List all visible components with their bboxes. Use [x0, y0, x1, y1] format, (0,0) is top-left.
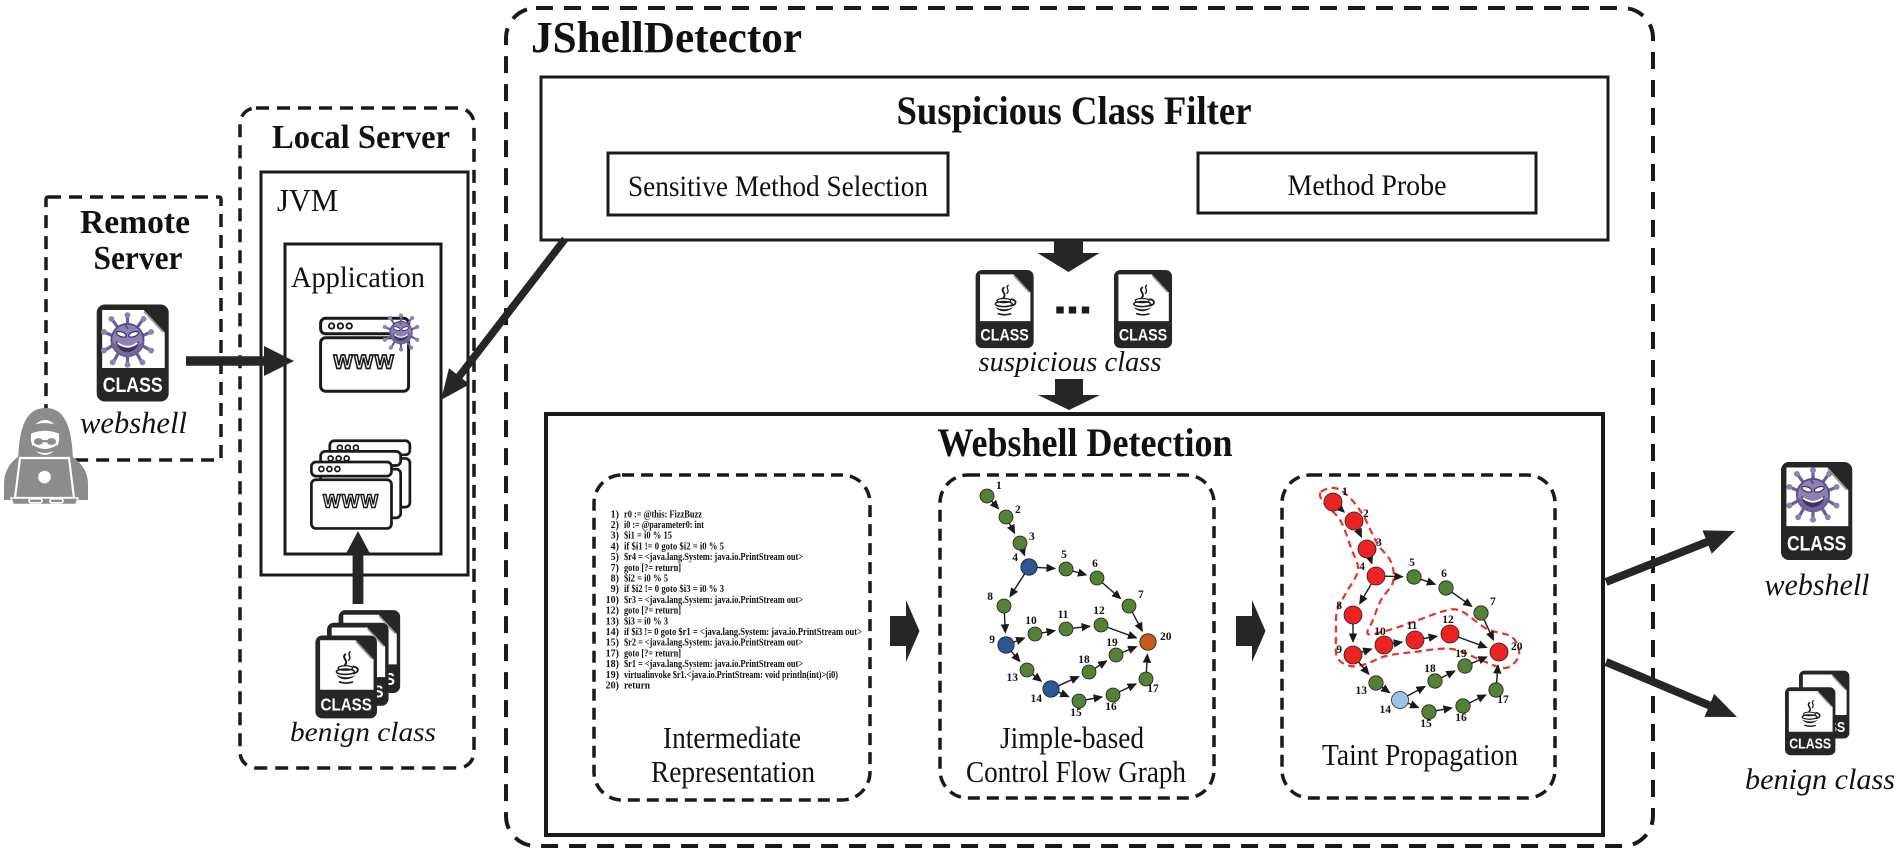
svg-text:if $i2 != 0 goto $i3 = i0 % 3: if $i2 != 0 goto $i3 = i0 % 3: [624, 584, 724, 595]
svg-text:goto [?= return]: goto [?= return]: [624, 606, 681, 617]
svg-text:benign class: benign class: [1745, 763, 1895, 796]
svg-text:7: 7: [1490, 596, 1496, 608]
svg-text:webshell: webshell: [1765, 567, 1870, 602]
svg-text:5: 5: [1409, 557, 1415, 569]
svg-text:11: 11: [1407, 620, 1418, 632]
svg-text:suspicious class: suspicious class: [979, 347, 1162, 378]
svg-text:Remote: Remote: [80, 204, 190, 241]
svg-text:Server: Server: [94, 240, 183, 277]
svg-text:Local Server: Local Server: [272, 119, 450, 156]
svg-text:9: 9: [989, 634, 995, 646]
svg-text:if $i1 != 0 goto $i2 = i0 % 5: if $i1 != 0 goto $i2 = i0 % 5: [624, 541, 724, 552]
svg-text:8): 8): [611, 574, 619, 585]
svg-text:13: 13: [1356, 685, 1368, 697]
svg-text:3: 3: [1376, 537, 1382, 549]
svg-text:webshell: webshell: [80, 405, 187, 440]
svg-text:12: 12: [1093, 605, 1105, 617]
svg-text:13: 13: [1007, 672, 1019, 684]
svg-text:20: 20: [1160, 631, 1172, 643]
svg-text:Sensitive Method Selection: Sensitive Method Selection: [628, 170, 928, 203]
svg-text:JVM: JVM: [277, 182, 338, 218]
svg-text:JShellDetector: JShellDetector: [531, 13, 802, 62]
svg-text:3: 3: [1029, 531, 1035, 543]
svg-text:6: 6: [1441, 568, 1447, 580]
svg-text:5): 5): [611, 552, 619, 563]
svg-text:2): 2): [611, 520, 619, 531]
svg-text:return: return: [624, 681, 650, 692]
svg-text:18): 18): [606, 659, 619, 670]
svg-text:4): 4): [611, 541, 619, 552]
svg-text:$r4 = <java.lang.System: java.: $r4 = <java.lang.System: java.io.PrintSt…: [624, 552, 803, 563]
svg-text:7): 7): [611, 563, 619, 574]
svg-text:17: 17: [1497, 694, 1509, 706]
svg-text:goto [?= return]: goto [?= return]: [624, 648, 681, 659]
svg-text:2: 2: [1363, 508, 1369, 520]
svg-text:Control Flow Graph: Control Flow Graph: [966, 754, 1186, 789]
svg-text:16: 16: [1455, 712, 1467, 724]
svg-text:4: 4: [1359, 561, 1365, 573]
svg-text:10: 10: [1025, 615, 1037, 627]
svg-text:Jimple-based: Jimple-based: [1000, 720, 1144, 755]
svg-text:1): 1): [611, 509, 619, 520]
svg-text:$i3 = i0 % 3: $i3 = i0 % 3: [624, 616, 668, 627]
svg-text:15: 15: [1070, 707, 1082, 719]
svg-text:19: 19: [1455, 648, 1467, 660]
svg-text:14): 14): [606, 627, 619, 638]
svg-text:11: 11: [1058, 609, 1069, 621]
svg-text:Taint Propagation: Taint Propagation: [1322, 737, 1518, 772]
svg-text:goto [?= return]: goto [?= return]: [624, 563, 681, 574]
svg-text:Webshell Detection: Webshell Detection: [938, 420, 1233, 465]
svg-text:15): 15): [606, 638, 619, 649]
svg-text:10: 10: [1374, 626, 1386, 638]
svg-text:10): 10): [606, 595, 619, 606]
svg-text:20: 20: [1511, 641, 1523, 653]
svg-text:17: 17: [1147, 683, 1159, 695]
svg-text:16: 16: [1105, 701, 1117, 713]
svg-text:19: 19: [1106, 637, 1118, 649]
svg-text:18: 18: [1078, 654, 1090, 666]
svg-text:benign class: benign class: [290, 717, 436, 747]
svg-text:$r3 = <java.lang.System: java.: $r3 = <java.lang.System: java.io.PrintSt…: [624, 595, 803, 606]
svg-text:if $i3 != 0 goto $r1 = <java.l: if $i3 != 0 goto $r1 = <java.lang.System…: [624, 627, 862, 638]
svg-text:2: 2: [1015, 504, 1021, 516]
svg-text:$i2 = i0 % 5: $i2 = i0 % 5: [624, 574, 668, 585]
svg-text:17): 17): [606, 648, 619, 659]
svg-text:14: 14: [1031, 693, 1043, 705]
svg-text:$r2 = <java.lang.System: java.: $r2 = <java.lang.System: java.io.PrintSt…: [624, 638, 803, 649]
svg-text:6: 6: [1092, 558, 1098, 570]
svg-text:Suspicious Class Filter: Suspicious Class Filter: [897, 88, 1252, 133]
svg-text:Intermediate: Intermediate: [663, 720, 801, 755]
svg-text:i0 := @parameter0: int: i0 := @parameter0: int: [624, 520, 705, 531]
svg-text:20): 20): [606, 681, 619, 692]
svg-text:9): 9): [611, 584, 619, 595]
svg-text:$i1 = i0 % 15: $i1 = i0 % 15: [624, 531, 672, 542]
svg-text:12): 12): [606, 606, 619, 617]
svg-text:1: 1: [996, 480, 1002, 492]
svg-text:$r1 = <java.lang.System: java.: $r1 = <java.lang.System: java.io.PrintSt…: [624, 659, 803, 670]
svg-text:13): 13): [606, 616, 619, 627]
svg-text:r0 := @this: FizzBuzz: r0 := @this: FizzBuzz: [624, 509, 702, 520]
svg-text:3): 3): [611, 531, 619, 542]
svg-text:8: 8: [1336, 600, 1342, 612]
svg-text:19): 19): [606, 670, 619, 681]
svg-text:Application: Application: [291, 261, 425, 294]
svg-text:5: 5: [1061, 549, 1067, 561]
svg-text:18: 18: [1424, 663, 1436, 675]
svg-text:15: 15: [1420, 718, 1432, 730]
svg-text:9: 9: [1336, 644, 1342, 656]
svg-text:12: 12: [1442, 614, 1454, 626]
svg-text:14: 14: [1380, 704, 1392, 716]
svg-text:4: 4: [1012, 552, 1018, 564]
svg-text:virtualinvoke $r1.<java.io.Pri: virtualinvoke $r1.<java.io.PrintStream: …: [624, 670, 838, 681]
svg-text:8: 8: [987, 591, 993, 603]
svg-text:Representation: Representation: [651, 754, 815, 789]
svg-text:Method Probe: Method Probe: [1288, 169, 1447, 202]
svg-text:7: 7: [1138, 589, 1144, 601]
svg-text:1: 1: [1342, 486, 1348, 498]
